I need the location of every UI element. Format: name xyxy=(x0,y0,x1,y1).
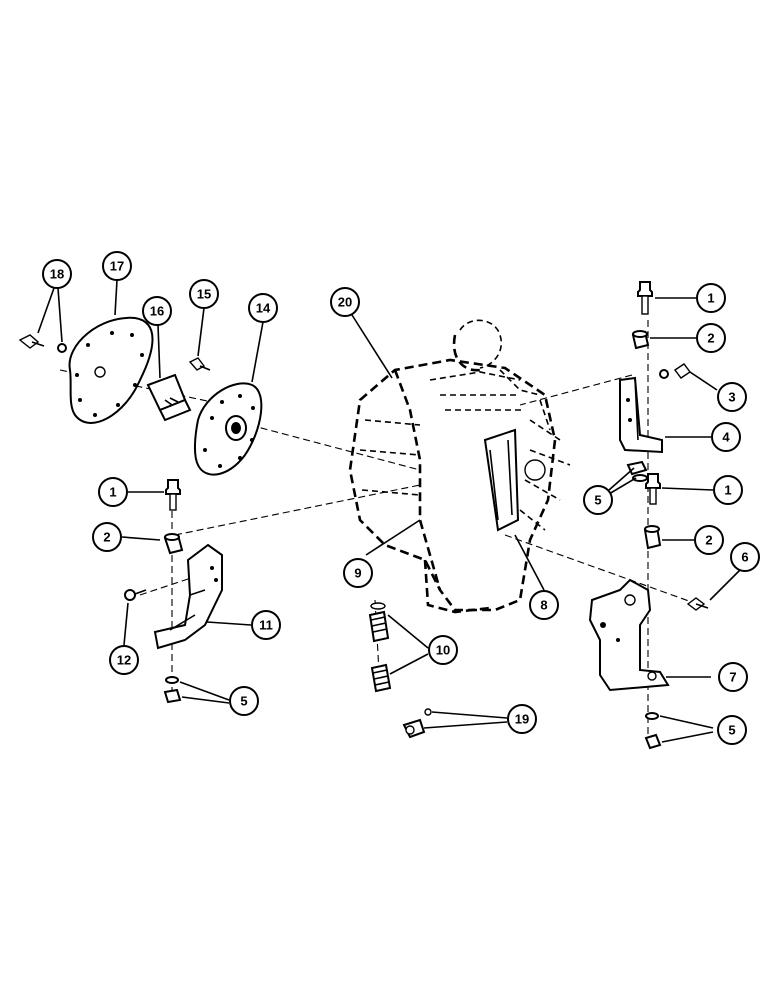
bolt-6 xyxy=(686,597,709,611)
callout-5-top-right: 5 xyxy=(583,485,613,515)
left-bolt xyxy=(165,479,181,511)
callout-2-mid-right: 2 xyxy=(694,525,724,555)
mid-right-insulator xyxy=(643,525,662,550)
callout-10-label: 10 xyxy=(436,643,450,658)
right-screw xyxy=(659,363,692,379)
callout-16: 16 xyxy=(142,296,172,326)
left-screw xyxy=(124,589,147,601)
callout-4: 4 xyxy=(711,422,741,452)
upper-right-insulator xyxy=(631,330,650,350)
callout-9-label: 9 xyxy=(354,566,361,581)
callout-15: 15 xyxy=(189,279,219,309)
left-bracket xyxy=(153,543,223,650)
right-lower-bracket xyxy=(588,578,670,692)
callout-5-label: 5 xyxy=(728,723,735,738)
callout-8-label: 8 xyxy=(540,598,547,613)
callout-1-mid-right: 1 xyxy=(713,475,743,505)
callout-8: 8 xyxy=(529,590,559,620)
callout-19: 19 xyxy=(507,704,537,734)
callout-2-label: 2 xyxy=(707,331,714,346)
callout-1-left: 1 xyxy=(98,477,128,507)
callout-3: 3 xyxy=(717,382,747,412)
callout-2-label: 2 xyxy=(705,533,712,548)
callout-12: 12 xyxy=(109,645,139,675)
mid-right-bolt xyxy=(645,473,661,505)
engine-assembly xyxy=(348,319,571,614)
screw xyxy=(188,357,211,371)
upper-right-bolt xyxy=(637,281,653,315)
drive-plate xyxy=(194,382,263,476)
callout-7-label: 7 xyxy=(729,670,736,685)
left-nut-washer xyxy=(163,676,182,704)
callout-16-label: 16 xyxy=(150,304,164,319)
leader-lines xyxy=(37,279,741,743)
flywheel-plate xyxy=(68,316,154,424)
callout-6: 6 xyxy=(730,542,760,572)
callout-7: 7 xyxy=(718,662,748,692)
right-bracket xyxy=(619,376,663,454)
callout-3-label: 3 xyxy=(728,390,735,405)
callout-18-label: 18 xyxy=(50,267,64,282)
callout-1-label: 1 xyxy=(109,485,116,500)
callout-2-left: 2 xyxy=(92,522,122,552)
callout-17-label: 17 xyxy=(110,259,124,274)
right-nut-washer xyxy=(626,460,648,482)
callout-9: 9 xyxy=(343,558,373,588)
callout-1-label: 1 xyxy=(724,483,731,498)
callout-20: 20 xyxy=(330,287,360,317)
callout-1-top-right: 1 xyxy=(696,283,726,313)
hose-clamp xyxy=(402,708,432,739)
splined-hub xyxy=(146,373,192,422)
coil-springs xyxy=(368,602,392,693)
callout-5-label: 5 xyxy=(594,493,601,508)
callout-17: 17 xyxy=(102,251,132,281)
left-insulator xyxy=(163,533,184,555)
callout-6-label: 6 xyxy=(741,550,748,565)
callout-20-label: 20 xyxy=(338,295,352,310)
bolt-and-washer xyxy=(18,334,67,353)
callout-10: 10 xyxy=(428,635,458,665)
callouts: 18 17 16 15 14 20 1 2 3 4 5 1 1 2 2 6 12… xyxy=(42,251,760,745)
callout-5-left: 5 xyxy=(229,686,259,716)
callout-14: 14 xyxy=(248,293,278,323)
callout-11: 11 xyxy=(251,610,281,640)
callout-5-label: 5 xyxy=(240,694,247,709)
lower-right-nut-washer xyxy=(644,712,662,750)
callout-4-label: 4 xyxy=(722,430,730,445)
callout-5-bottom-right: 5 xyxy=(717,715,747,745)
callout-18: 18 xyxy=(42,259,72,289)
callout-11-label: 11 xyxy=(259,618,273,633)
callout-1-label: 1 xyxy=(707,291,714,306)
callout-15-label: 15 xyxy=(197,287,211,302)
callout-2-top-right: 2 xyxy=(696,323,726,353)
callout-2-label: 2 xyxy=(103,530,110,545)
callout-14-label: 14 xyxy=(256,301,271,316)
callout-19-label: 19 xyxy=(515,712,529,727)
callout-12-label: 12 xyxy=(117,653,131,668)
